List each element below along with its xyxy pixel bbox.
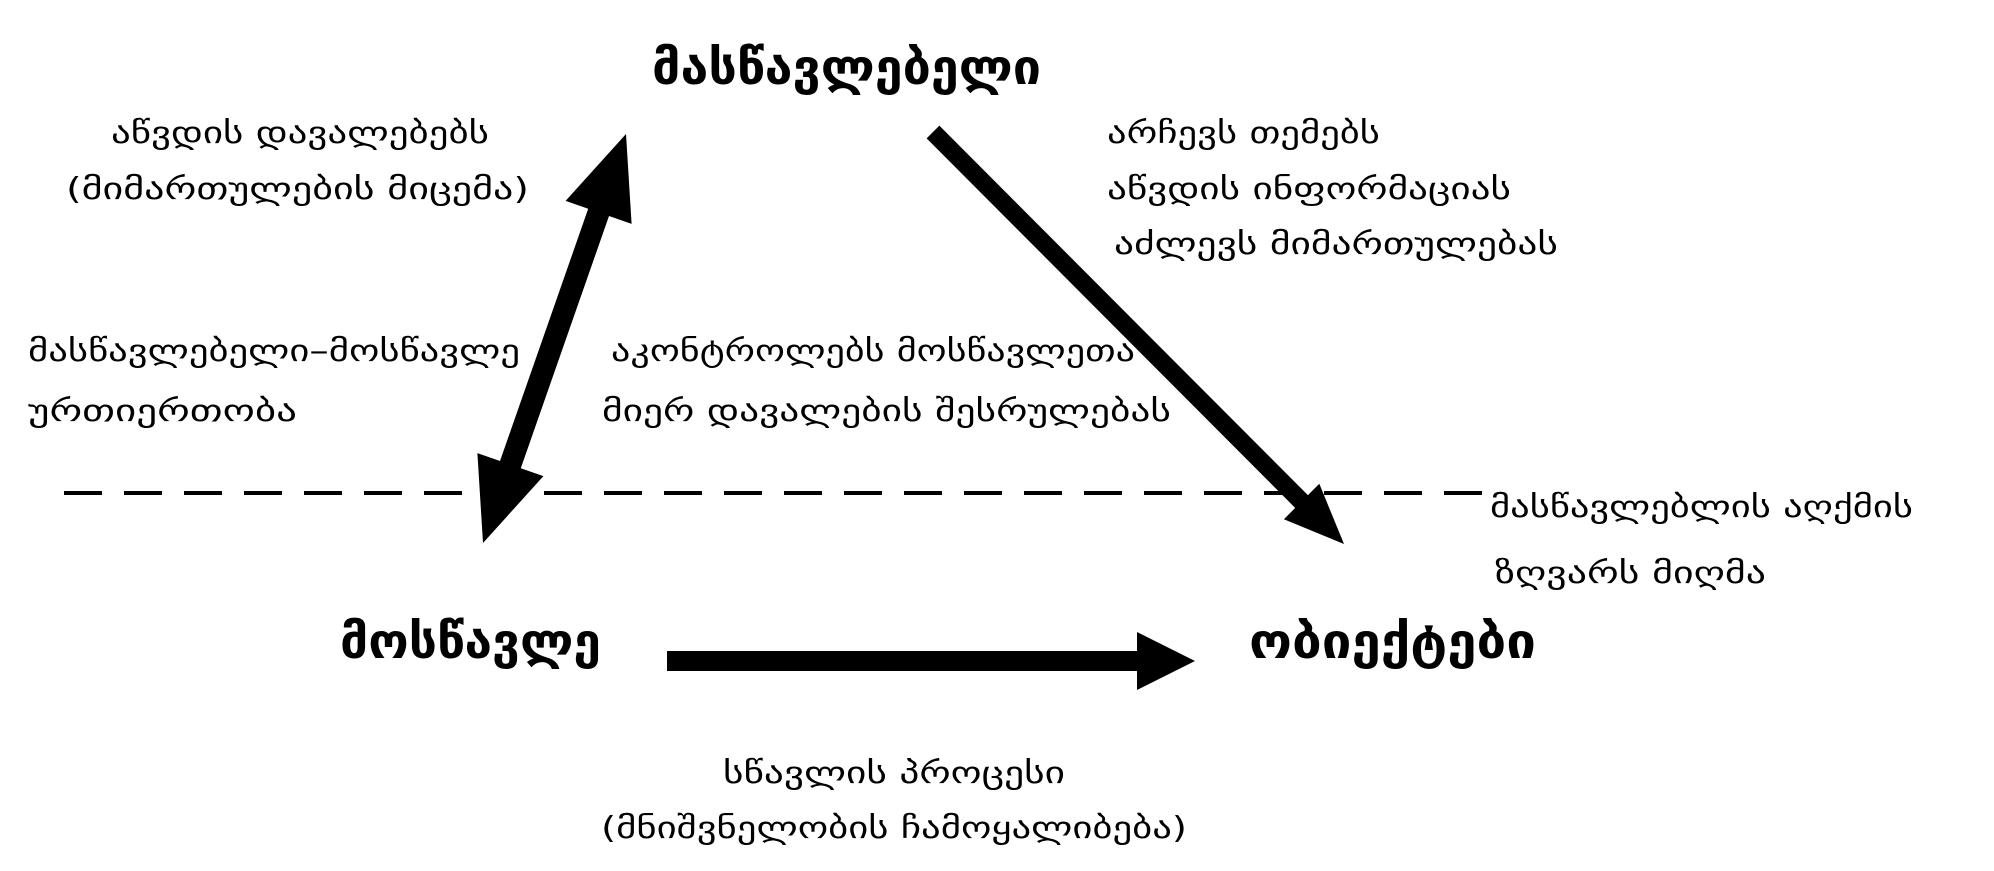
label-relationship-line1: მასწავლებელი–მოსწავლე bbox=[28, 334, 520, 369]
label-provides-information: აწვდის ინფორმაციას bbox=[1107, 172, 1511, 207]
label-meaning-formation: (მნიშვნელობის ჩამოყალიბება) bbox=[601, 811, 1187, 846]
label-gives-direction: აძლევს მიმართულებას bbox=[1114, 227, 1558, 262]
label-gives-tasks: აწვდის დავალებებს bbox=[111, 116, 489, 151]
teacher-objects-arrow bbox=[926, 125, 1344, 544]
label-relationship-line2: ურთიერთობა bbox=[28, 394, 297, 429]
node-teacher: მასწავლებელი bbox=[652, 40, 1041, 96]
label-perception-line1: მასწავლებლის აღქმის bbox=[1490, 490, 1913, 525]
node-student: მოსწავლე bbox=[340, 614, 601, 670]
node-objects: ობიექტები bbox=[1249, 614, 1536, 670]
student-objects-arrow bbox=[667, 632, 1195, 690]
label-giving-direction: (მიმართულების მიცემა) bbox=[66, 172, 529, 207]
label-control-line2: მიერ დავალების შესრულებას bbox=[602, 394, 1171, 429]
label-control-line1: აკონტროლებს მოსწავლეთა bbox=[611, 334, 1135, 369]
teacher-student-double-arrow bbox=[477, 134, 632, 543]
label-perception-line2: ზღვარს მიღმა bbox=[1495, 556, 1766, 591]
label-chooses-topics: არჩევს თემებს bbox=[1107, 116, 1380, 151]
label-learning-process: სწავლის პროცესი bbox=[723, 756, 1065, 791]
